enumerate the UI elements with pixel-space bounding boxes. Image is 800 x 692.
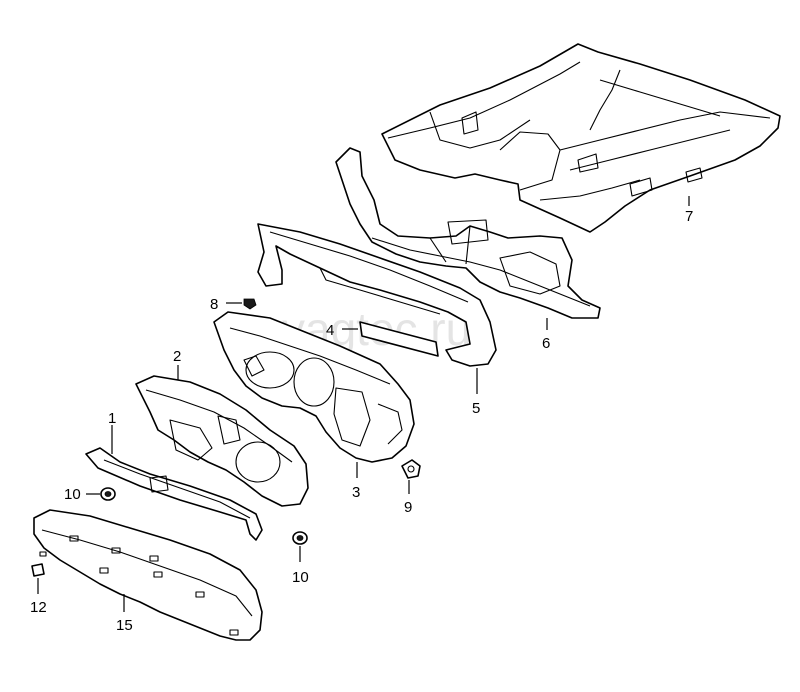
part-1-lower-strip xyxy=(85,447,263,541)
part-2-dash-insulation xyxy=(135,375,309,507)
callout-9: 9 xyxy=(404,499,412,516)
part-9-fastener xyxy=(401,459,421,479)
part-3-bulkhead xyxy=(213,311,415,463)
part-15-panel xyxy=(33,509,263,641)
callout-8: 8 xyxy=(210,296,218,313)
callout-15: 15 xyxy=(116,617,133,634)
callout-5: 5 xyxy=(472,400,480,417)
callout-3: 3 xyxy=(352,484,360,501)
part-10-grommet-b xyxy=(292,531,308,545)
callout-1: 1 xyxy=(108,410,116,427)
part-10-grommet-a xyxy=(100,487,116,501)
callout-4: 4 xyxy=(326,322,334,339)
part-5-cover-bar xyxy=(257,223,497,367)
callout-12: 12 xyxy=(30,599,47,616)
part-12-clip xyxy=(31,551,47,577)
part-6-insulation xyxy=(335,147,601,319)
callout-2: 2 xyxy=(173,348,181,365)
part-4-strip xyxy=(359,321,439,357)
callout-6: 6 xyxy=(542,335,550,352)
part-7-floor-carpet xyxy=(381,43,781,233)
callout-10a: 10 xyxy=(64,486,81,503)
callout-7: 7 xyxy=(685,208,693,225)
callout-10b: 10 xyxy=(292,569,309,586)
part-8-clip xyxy=(243,298,257,310)
